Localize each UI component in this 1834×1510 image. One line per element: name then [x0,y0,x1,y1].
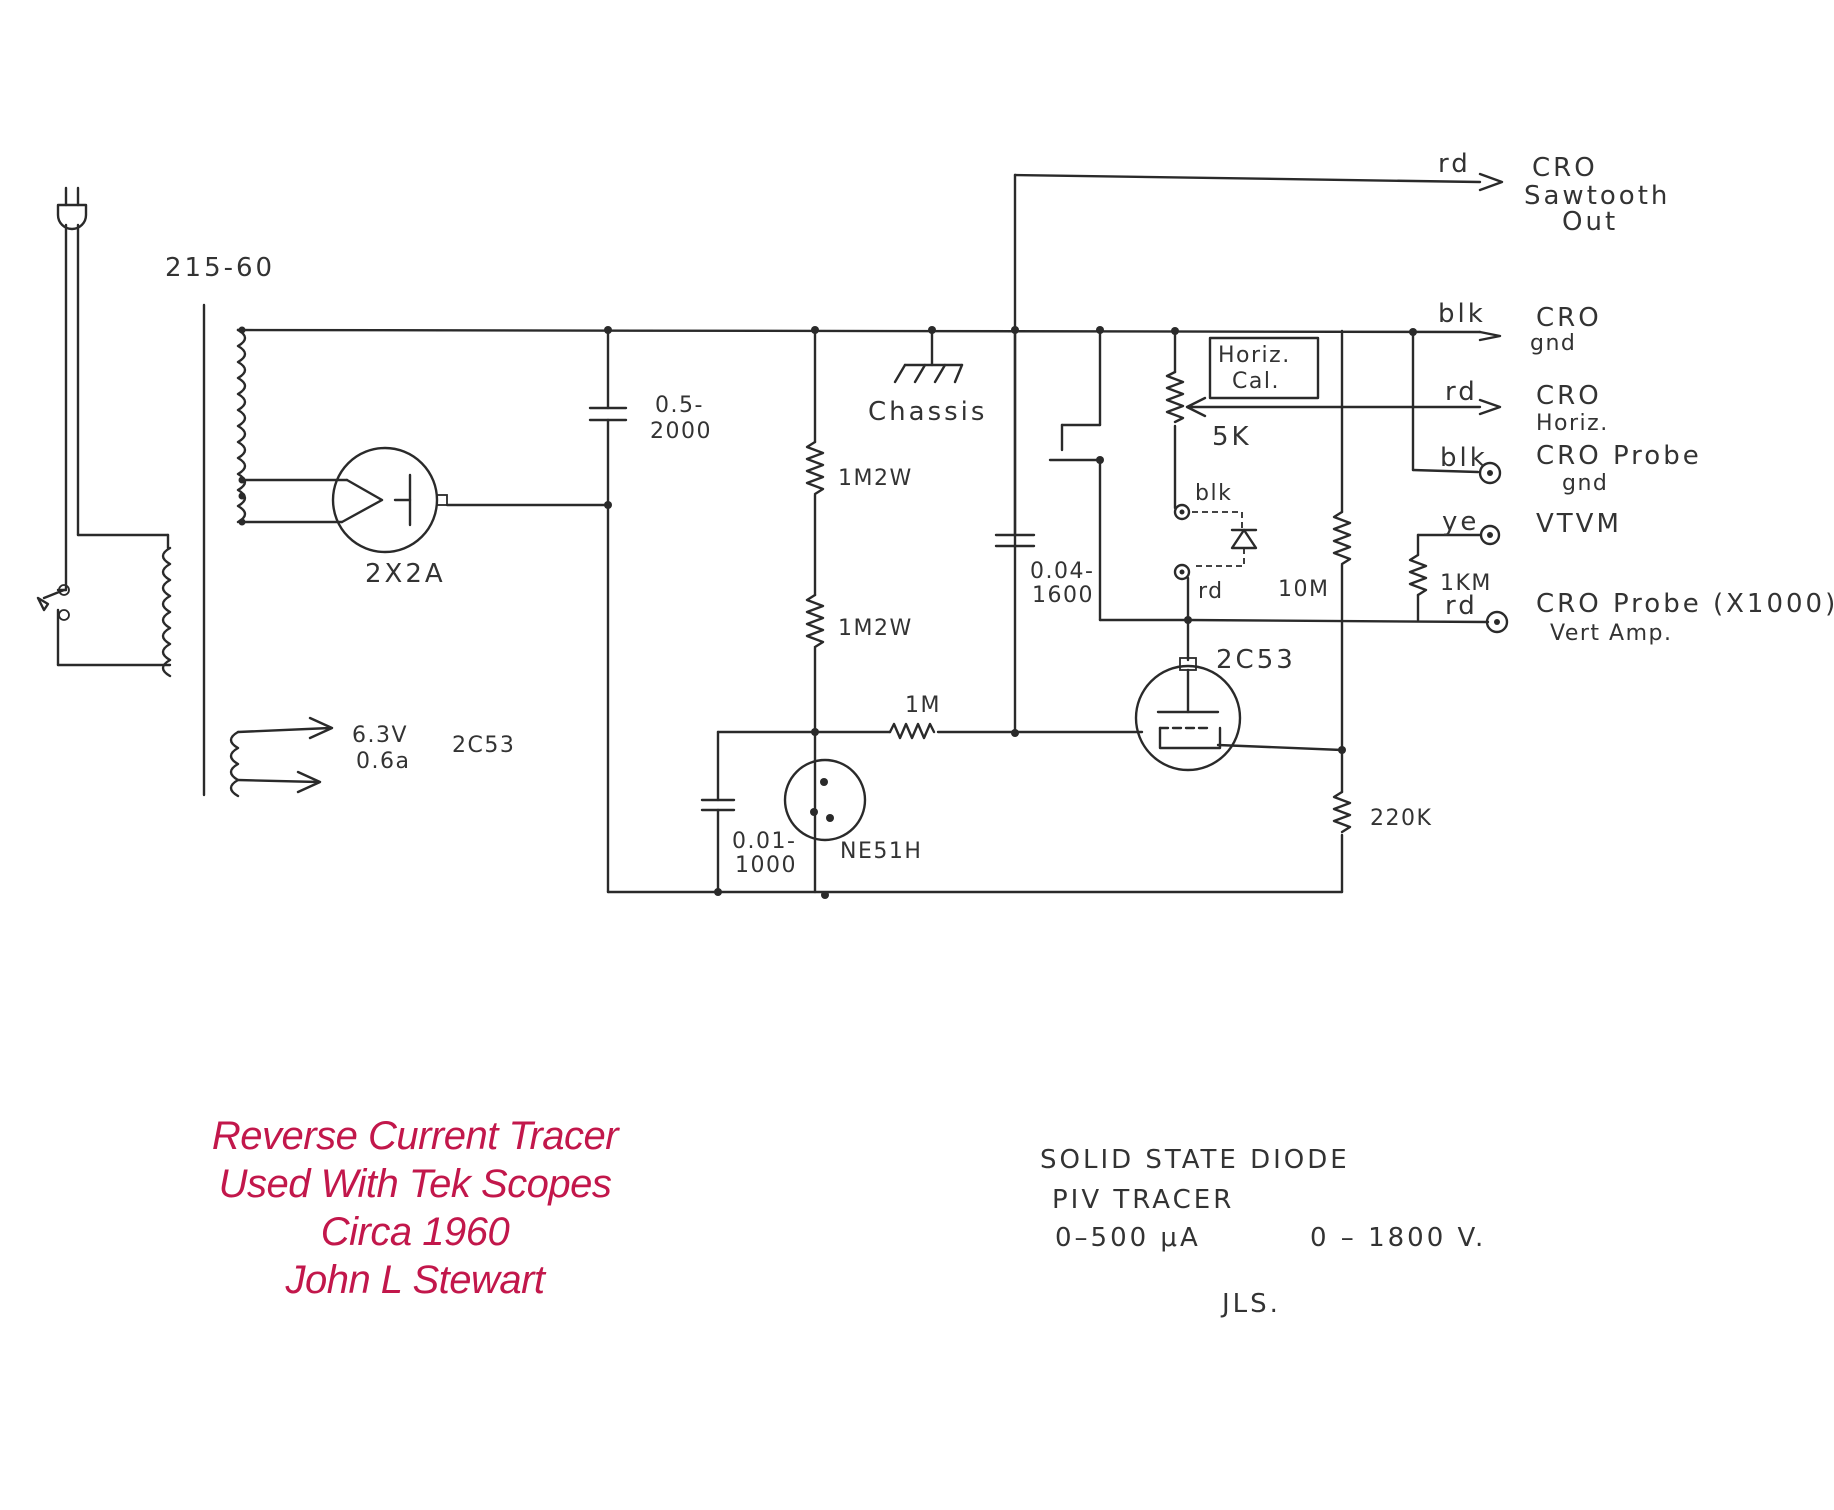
title-block: Reverse Current Tracer Used With Tek Sco… [170,1112,660,1304]
out-probe-gnd-1: CRO Probe [1536,441,1702,471]
heater-arrows [236,716,334,794]
capacitor-timing-icon [994,533,1036,548]
out-vtvm: VTVM [1536,509,1622,539]
out-sawtooth-1: CRO [1532,153,1598,183]
capacitor-main-voltage: 2000 [650,419,712,444]
title-line-1: Reverse Current Tracer [211,1114,619,1158]
rectifier-tube-icon [240,446,610,554]
capacitor-small-icon [700,798,736,812]
note-signature: JLS. [1220,1289,1281,1319]
power-switch-icon [36,584,70,621]
probe-gnd-jack [1478,461,1502,485]
diode-binding-posts [1173,503,1191,581]
out-horiz-1: CRO [1536,381,1602,411]
thyratron-label: 2C53 [1216,645,1296,675]
thyratron-tube-icon [1134,657,1344,772]
wire-blk-gnd: blk [1438,299,1486,329]
note-line4: 0 – 1800 V. [1310,1223,1486,1253]
wire-rd-sawtooth: rd [1438,149,1471,179]
wire-blk-probe: blk [1440,443,1488,473]
potentiometer-label: 5K [1212,422,1252,452]
pot-wiper-arrow [1185,396,1482,418]
note-line3: 0–500 μA [1055,1223,1201,1253]
resistor-1m2w-a-icon [805,440,825,496]
resistor-1m2w-a-label: 1M2W [838,466,913,491]
chassis-label: Chassis [868,397,987,427]
potentiometer-5k-icon [1165,370,1185,424]
out-probe-vert-1: CRO Probe (X1000) [1536,589,1834,619]
resistor-1m-label: 1M [905,693,941,718]
out-gnd-2: gnd [1530,331,1576,356]
vtvm-jack [1479,524,1501,546]
resistor-10m-icon [1332,510,1352,566]
out-horiz-2: Horiz. [1536,411,1609,436]
horiz-cal-line2: Cal. [1232,369,1280,394]
out-probe-vert-2: Vert Amp. [1550,621,1672,646]
diode-rd-label: rd [1198,579,1224,604]
capacitor-small-value: 0.01- [732,829,796,854]
diode-icon [1192,511,1258,567]
title-line-3: Circa 1960 [320,1210,510,1254]
resistor-1km-label: 1KM [1440,571,1492,596]
wire-rd-vert: rd [1445,591,1478,621]
diode-blk-label: blk [1195,481,1232,506]
transformer-icon [161,303,247,798]
wire-rd-horiz: rd [1445,377,1478,407]
out-sawtooth-3: Out [1562,207,1618,237]
resistor-1m-icon [888,722,936,740]
heater-voltage: 6.3V [352,723,408,748]
resistor-220k-label: 220K [1370,806,1432,831]
neon-bulb-icon [783,758,867,842]
title-line-4: John L Stewart [285,1258,545,1302]
capacitor-timing-voltage: 1600 [1032,583,1094,608]
rectifier-tube-label: 2X2A [365,559,446,589]
out-gnd-1: CRO [1536,303,1602,333]
capacitor-main-value: 0.5- [655,393,704,418]
resistor-1km-icon [1408,553,1428,597]
resistor-1m2w-b-label: 1M2W [838,616,913,641]
blk-gnd-arrow [1478,330,1502,342]
heater-tube-label: 2C53 [452,733,515,758]
transformer-label: 215-60 [165,253,275,283]
sawtooth-arrow [1478,172,1504,192]
capacitor-main-icon [588,406,628,422]
horiz-cal-box [1208,336,1320,400]
title-line-2: Used With Tek Scopes [218,1162,612,1206]
power-cord [56,186,172,667]
note-line1: SOLID STATE DIODE [1040,1145,1350,1175]
heater-current: 0.6a [356,749,410,774]
resistor-220k-icon [1332,790,1352,834]
capacitor-small-voltage: 1000 [735,853,797,878]
top-rail [236,328,1482,334]
capacitor-timing-value: 0.04- [1030,559,1094,584]
neon-label: NE51H [840,839,922,864]
out-probe-gnd-2: gnd [1562,471,1608,496]
note-line2: PIV TRACER [1052,1185,1234,1215]
resistor-1m2w-b-icon [805,593,825,649]
resistor-10m-label: 10M [1278,577,1329,602]
switch-icon [1048,328,1190,622]
horiz-cal-line1: Horiz. [1218,343,1291,368]
probe-vert-jack [1485,610,1509,634]
chassis-ground-icon [893,328,964,384]
wire-ye-vtvm: ye [1442,507,1479,537]
out-sawtooth-2: Sawtooth [1524,181,1670,211]
